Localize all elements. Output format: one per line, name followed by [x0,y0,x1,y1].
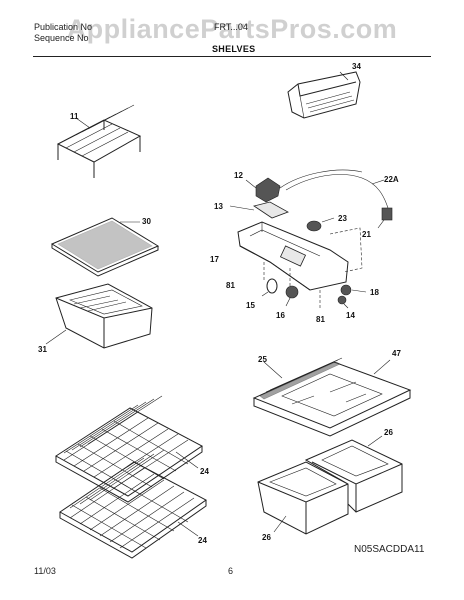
publication-label: Publication No [34,22,93,32]
callout-26-upper: 26 [384,428,393,437]
part-22a-wire-harness [279,169,389,209]
callout-81-upper: 81 [226,281,235,290]
callout-26-lower: 26 [262,533,271,542]
section-title: SHELVES [212,44,256,54]
part-24-wire-shelf-upper [55,395,203,503]
sequence-label: Sequence No [34,33,89,43]
part-14-knob [337,295,349,309]
callout-24-lower: 24 [198,536,207,545]
callout-22a: 22A [384,175,399,184]
part-47-glass-shelf [252,361,412,437]
footer-date: 11/03 [34,566,56,576]
part-24-wire-shelf-lower [59,449,207,559]
callout-81-lower: 81 [316,315,325,324]
callout-24-upper: 24 [200,467,209,476]
publication-info: Publication No Sequence No [34,22,92,44]
part-13-air-diffuser [229,201,289,219]
part-21-light-switch [377,207,393,229]
callout-21: 21 [362,230,371,239]
part-25-shelf-trim [259,357,343,400]
callout-23: 23 [338,214,347,223]
part-11-wire-rack [56,104,142,178]
callout-31: 31 [38,345,47,354]
part-23-thermostat [306,217,335,232]
callout-47: 47 [392,349,401,358]
part-26-crisper-pans [257,435,403,535]
callout-13: 13 [214,202,223,211]
dashed-leader-lines [263,227,363,310]
callout-14: 14 [346,311,355,320]
callout-16: 16 [276,311,285,320]
callout-12: 12 [234,171,243,180]
callout-18: 18 [370,288,379,297]
part-17-control-housing [237,221,349,291]
header-rule [33,56,431,57]
callout-11: 11 [70,112,79,121]
page-number: 6 [228,566,234,576]
callout-17: 17 [210,255,219,264]
callout-30: 30 [142,217,151,226]
diagram-code: N05SACDDA11 [354,544,425,555]
callout-34: 34 [352,62,361,71]
part-30-crisper-cover [50,217,160,277]
part-18-knob [340,284,367,296]
part-34-door-bin [287,71,361,119]
part-12-damper-cover [245,177,281,203]
part-16-socket [285,285,299,307]
callout-25: 25 [258,355,267,364]
part-31-crisper-drawer [45,283,153,349]
callout-15: 15 [246,301,255,310]
part-15-light-bulb [261,278,278,297]
model-number: FRT...04 [214,22,248,32]
